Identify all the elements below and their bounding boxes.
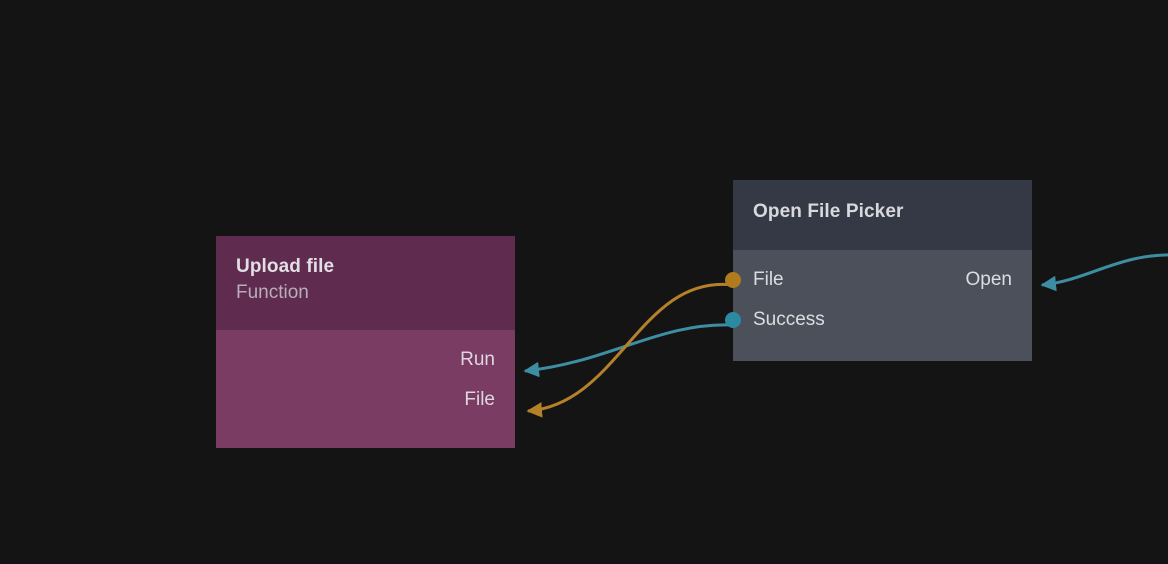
output-port-file-label: File — [464, 389, 495, 410]
edge-success-to-run — [523, 323, 734, 378]
port-row-success: Success — [725, 300, 1032, 340]
port-row-file-open: File Open — [725, 260, 1032, 300]
output-port-run-label: Run — [460, 349, 495, 370]
edge-file-to-file — [526, 282, 734, 418]
output-port-open-label: Open — [965, 269, 1012, 290]
node-upload-file-header[interactable]: Upload file Function — [216, 236, 515, 330]
output-port-file[interactable]: File — [216, 380, 515, 420]
node-upload-file-body: Run File — [216, 330, 515, 448]
node-open-file-picker-header[interactable]: Open File Picker — [733, 180, 1032, 250]
node-open-file-picker-title: Open File Picker — [753, 201, 904, 222]
node-upload-file-title: Upload file — [236, 256, 335, 277]
input-port-file-label: File — [753, 269, 784, 290]
output-port-run[interactable]: Run — [216, 340, 515, 380]
node-open-file-picker[interactable]: Open File Picker File Open Success — [725, 180, 1032, 361]
node-upload-file[interactable]: Upload file Function Run File — [216, 236, 515, 448]
input-port-success-dot-icon[interactable] — [725, 312, 741, 328]
node-upload-file-subtitle: Function — [236, 282, 309, 303]
edge-offscreen-to-open — [1040, 253, 1168, 292]
input-port-success-label: Success — [753, 309, 825, 330]
node-open-file-picker-body: File Open Success — [725, 250, 1032, 361]
input-port-file-dot-icon[interactable] — [725, 272, 741, 288]
